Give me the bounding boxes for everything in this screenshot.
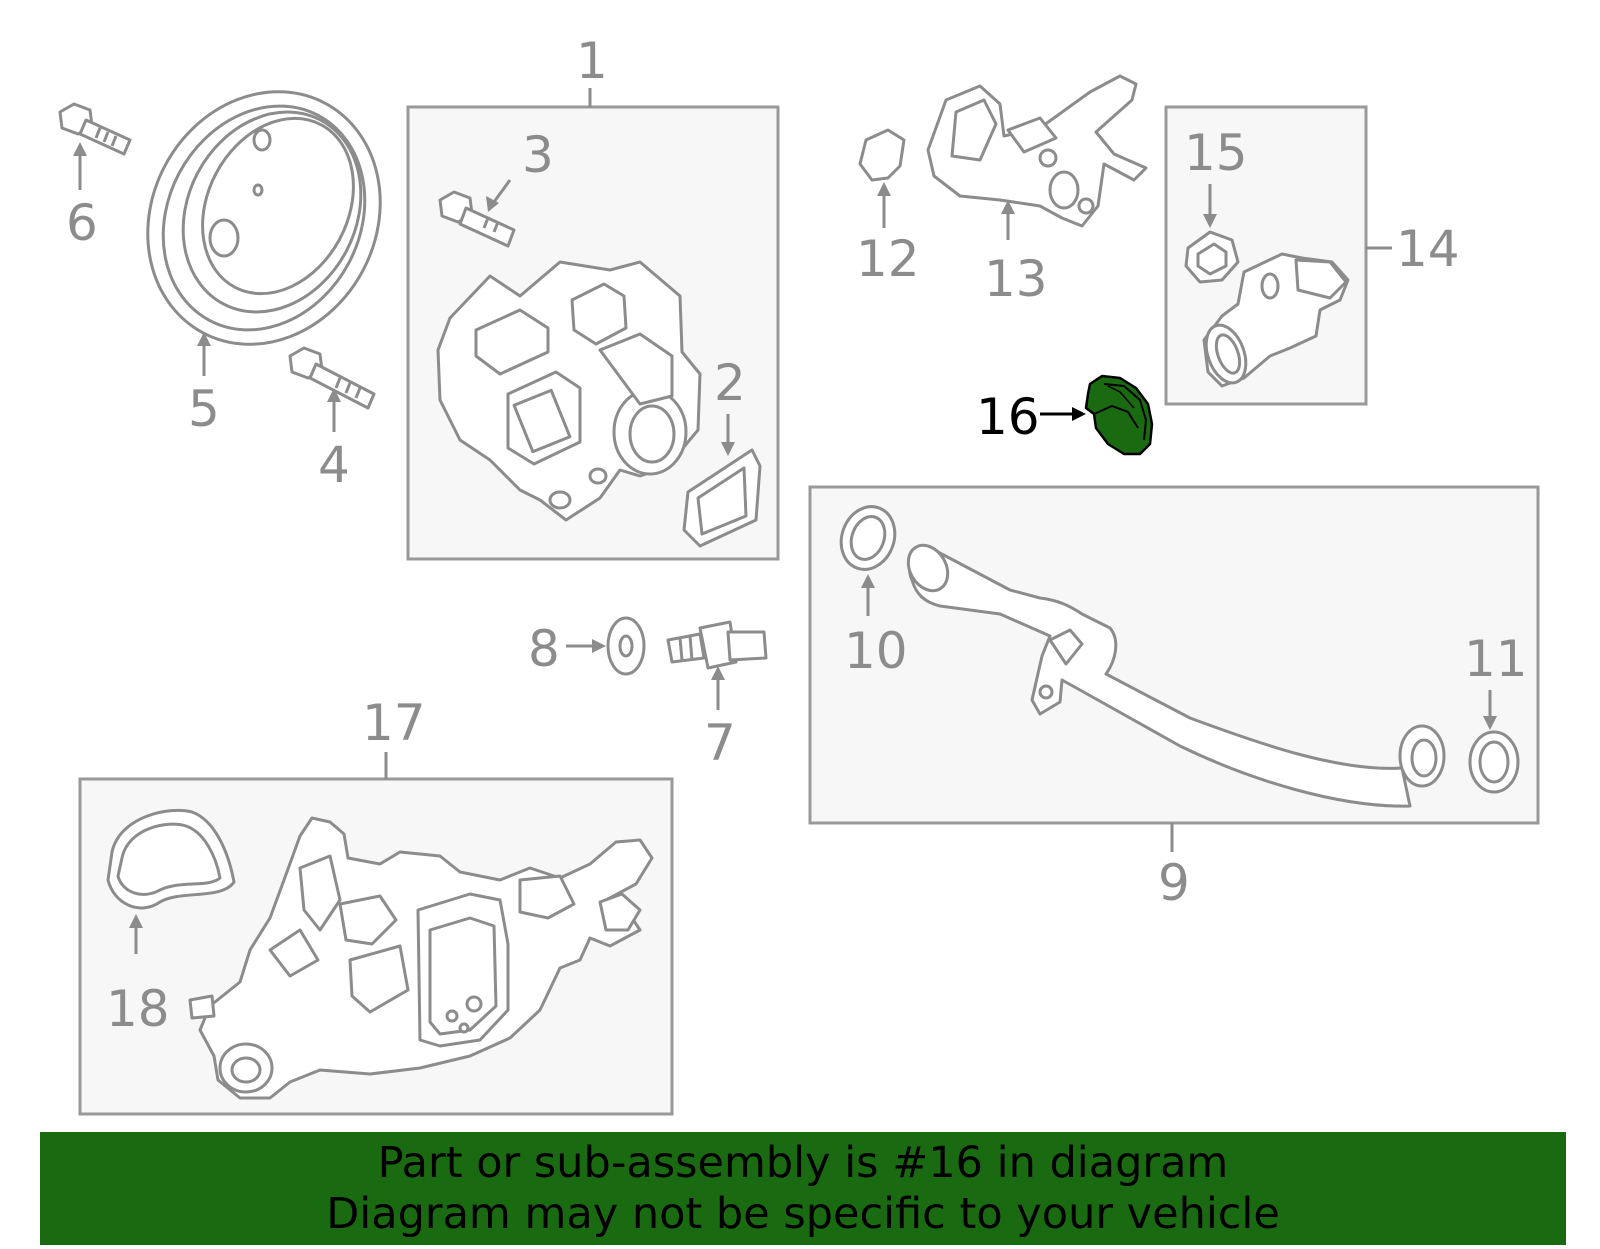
part-12-gasket[interactable]: [858, 128, 906, 182]
callout-7: 7: [704, 714, 736, 772]
part-4-bolt[interactable]: [288, 346, 376, 410]
callout-14: 14: [1396, 220, 1460, 278]
part-5-pulley[interactable]: [104, 51, 424, 386]
callout-11: 11: [1464, 630, 1528, 688]
part-14-thermostat[interactable]: [1199, 252, 1350, 388]
callout-1: 1: [576, 32, 608, 90]
part-10-o-ring[interactable]: [833, 499, 904, 577]
callout-4: 4: [318, 436, 350, 494]
callout-10: 10: [844, 622, 908, 680]
part-15-seal[interactable]: [1184, 230, 1240, 284]
banner-line-1: Part or sub-assembly is #16 in diagram: [377, 1137, 1229, 1188]
callout-15: 15: [1184, 124, 1248, 182]
callout-2: 2: [714, 354, 746, 412]
part-2-gasket[interactable]: [682, 448, 762, 548]
callout-17: 17: [362, 694, 426, 752]
part-7-sensor[interactable]: [666, 620, 768, 670]
callout-5: 5: [188, 380, 220, 438]
callout-3: 3: [522, 126, 554, 184]
part-8-washer[interactable]: [606, 616, 646, 676]
callout-8: 8: [528, 620, 560, 678]
callout-12: 12: [856, 230, 920, 288]
callout-6: 6: [66, 194, 98, 252]
callout-18: 18: [106, 980, 170, 1038]
callout-9: 9: [1158, 854, 1190, 912]
part-6-bolt[interactable]: [58, 102, 132, 156]
part-1-water-pump[interactable]: [436, 260, 702, 522]
part-17-housing[interactable]: [188, 816, 654, 1100]
part-3-bolt[interactable]: [438, 190, 516, 248]
banner-line-2: Diagram may not be specific to your vehi…: [326, 1188, 1280, 1239]
part-18-gasket[interactable]: [106, 808, 236, 910]
part-16-highlighted[interactable]: [1084, 374, 1154, 456]
info-banner: Part or sub-assembly is #16 in diagram D…: [40, 1132, 1566, 1245]
part-9-pipe[interactable]: [900, 538, 1446, 808]
callout-13: 13: [984, 250, 1048, 308]
part-11-o-ring[interactable]: [1468, 730, 1520, 794]
part-13-housing[interactable]: [926, 74, 1148, 228]
callout-16: 16: [976, 388, 1040, 446]
